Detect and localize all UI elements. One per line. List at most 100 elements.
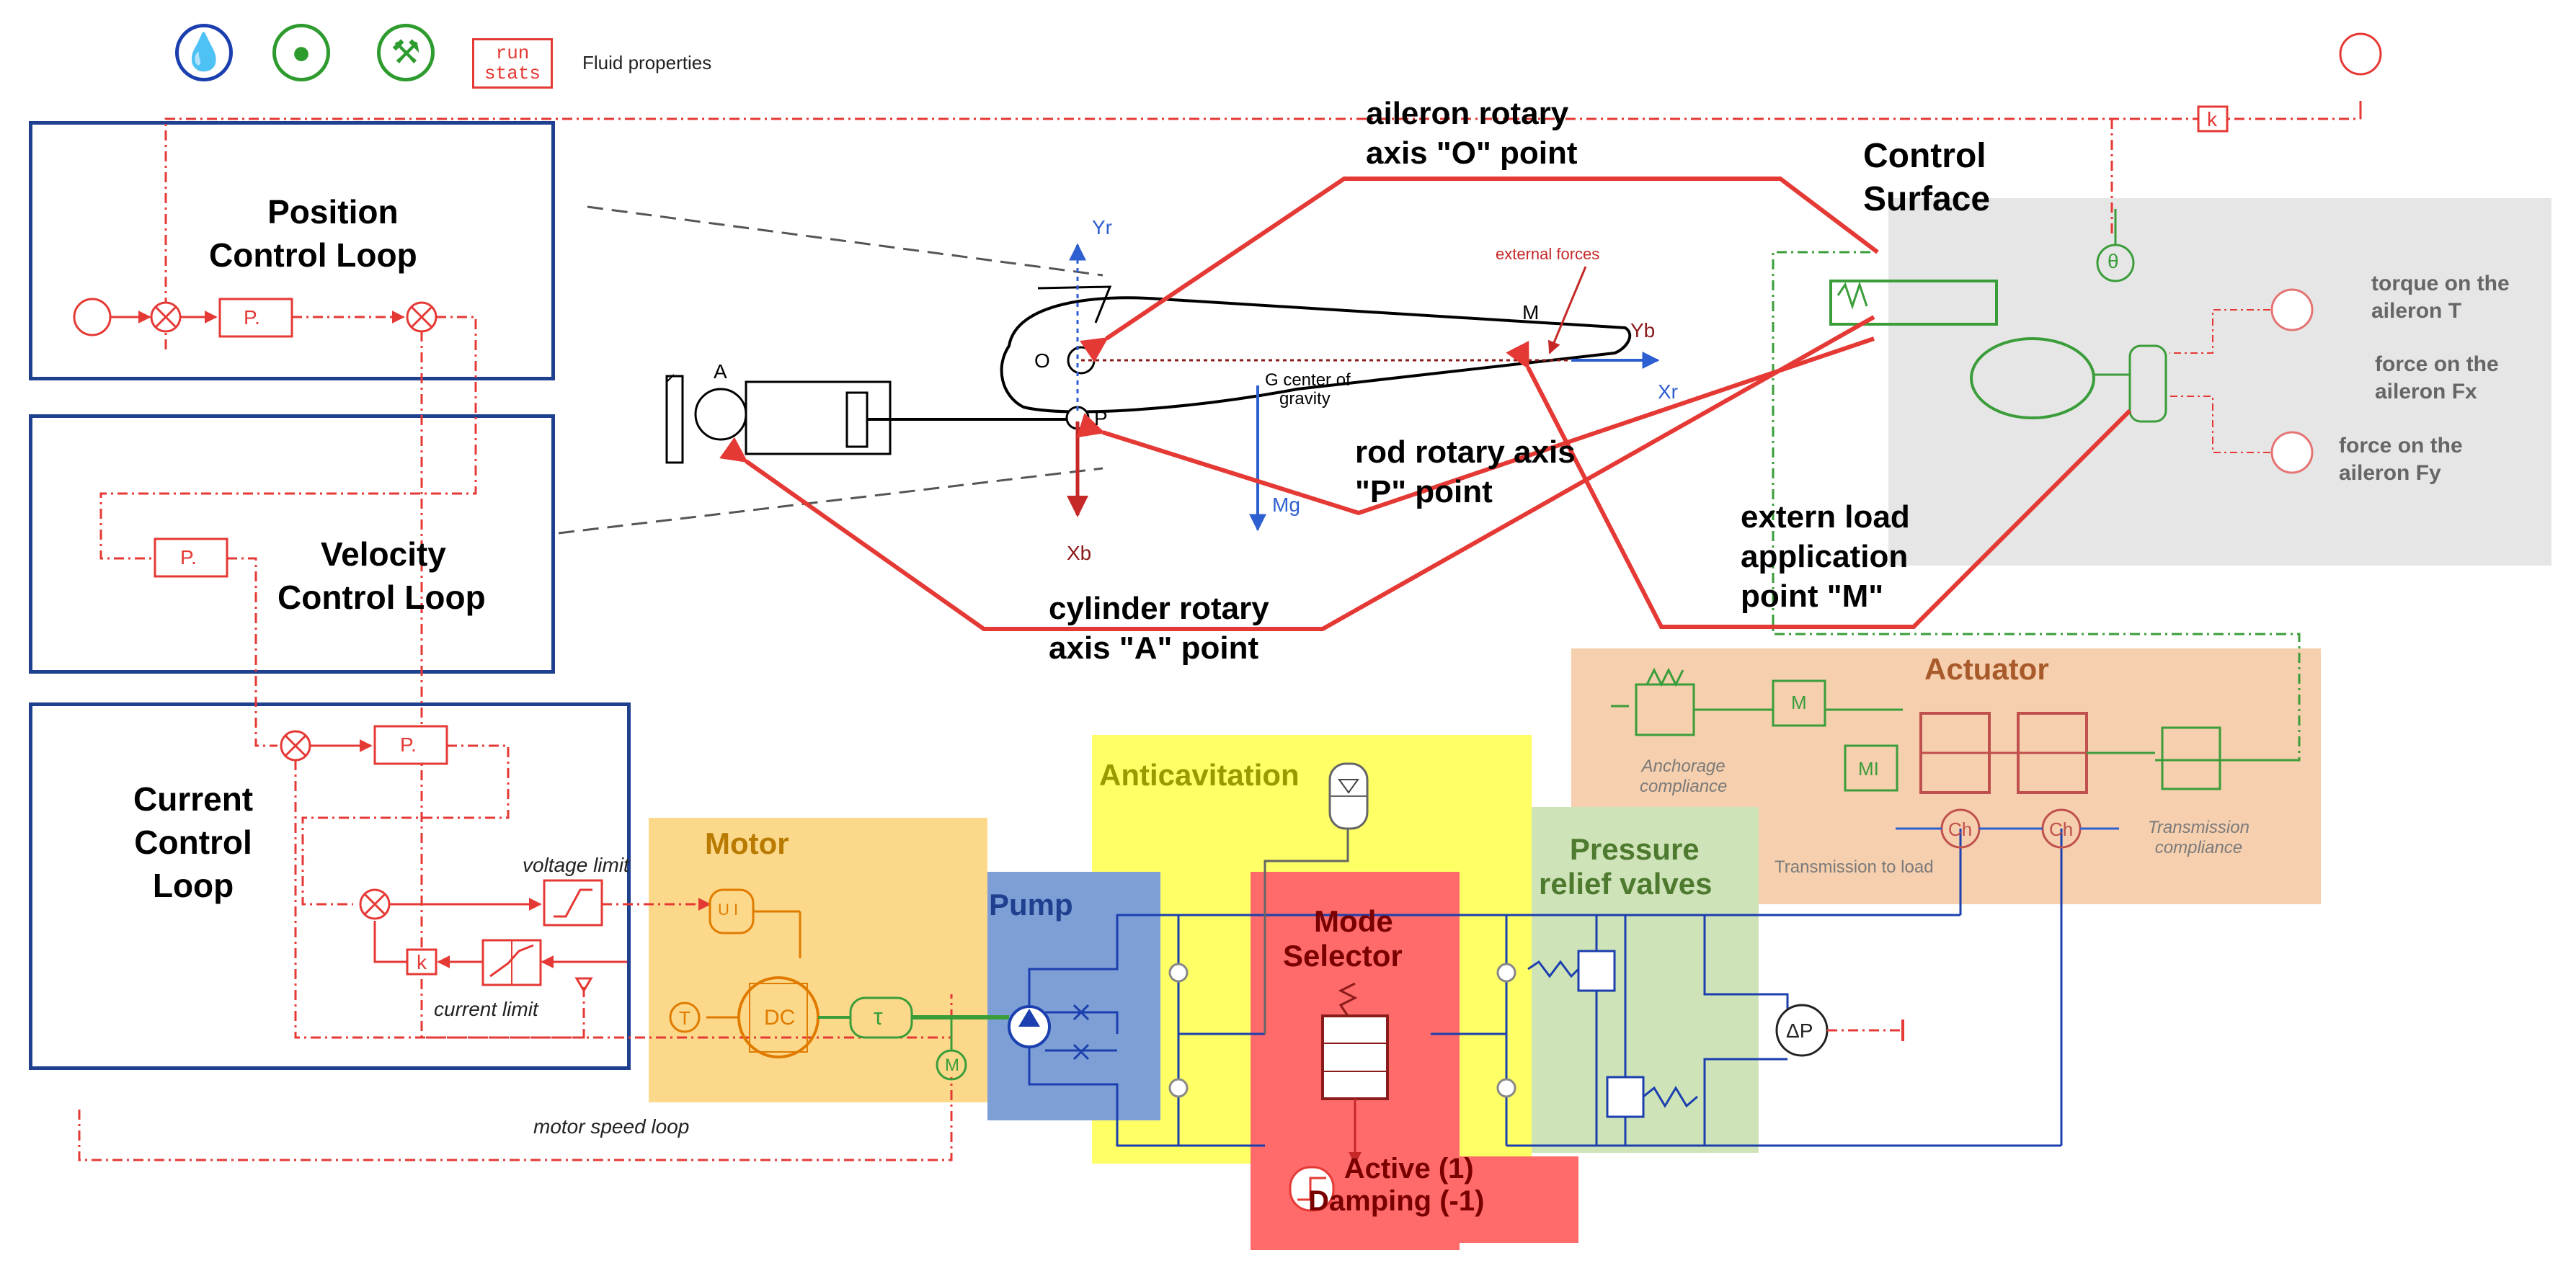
run-stats-button[interactable]: run stats [472,38,553,89]
relief-valve-bottom [1606,1076,1645,1118]
mass-m-block [1772,679,1826,727]
force-fx-line2: aileron Fx [2375,379,2477,403]
mode-selector-valve [1321,1014,1389,1100]
mass-m-symbol: M [1791,692,1807,713]
settings-icon[interactable]: ⚒ [377,24,435,81]
velocity-loop-frame [29,414,555,674]
point-o-line1: aileron rotary [1366,96,1569,131]
mi-symbol: MI [1858,758,1879,780]
control-surface-line2: Surface [1863,180,1991,218]
point-a-line1: cylinder rotary [1049,591,1269,626]
point-p-label: rod rotary axis "P" point [1355,432,1576,512]
actuator-title: Actuator [1924,652,2049,686]
center-of-gravity-label: G center of gravity [1265,370,1351,409]
dc-symbol: DC [764,1006,796,1030]
ch-symbol-1: Ch [1948,818,1973,840]
transmission-compliance-label: Transmission compliance [2148,818,2249,858]
fluid-drop-icon[interactable]: 💧 [175,24,233,81]
voltage-limit-label: voltage limit [523,854,629,876]
force-fx-line1: force on the [2375,352,2499,376]
mode-selector-line2: Selector [1283,939,1403,973]
position-loop-title: Position Control Loop [209,191,417,277]
pressure-relief-line1: Pressure [1569,832,1700,866]
run-stats-line2: stats [484,63,541,84]
delta-p-symbol: ΔP [1786,1020,1813,1042]
current-loop-title: Current Control Loop [133,778,253,907]
current-limit-label: current limit [434,998,538,1020]
current-k-label: k [417,951,427,973]
control-surface-label: Control Surface [1863,135,1990,221]
fluid-properties-link[interactable]: Fluid properties [582,52,712,73]
pump-region [987,872,1160,1120]
external-forces-label: external forces [1496,245,1600,263]
cog-line2: gravity [1279,389,1331,409]
anticavitation-title: Anticavitation [1099,758,1300,792]
cog-line1: G center of [1265,370,1351,390]
anchorage-line2: compliance [1640,777,1728,796]
force-block [2128,344,2167,423]
position-loop-line2: Control Loop [209,236,417,274]
run-stats-line1: run [495,43,530,64]
aileron-shape [1000,296,1632,414]
position-source-icon [73,298,112,336]
point-a-label: cylinder rotary axis "A" point [1049,589,1269,668]
point-p-line2: "P" point [1355,474,1493,509]
control-surface-region [1888,198,2551,566]
axis-yb: Yb [1630,319,1656,342]
point-m-label: extern load application point "M" [1741,497,1910,616]
transmission-load-label: Transmission to load [1775,857,1934,877]
point-m-line3: point "M" [1741,579,1884,614]
transmission-compliance-line2: compliance [2154,838,2243,857]
tau-symbol: τ [874,1004,883,1030]
velocity-loop-line2: Control Loop [277,578,486,616]
pump-title: Pump [989,888,1073,922]
velocity-loop-line1: Velocity [321,535,446,573]
point-a-line2: axis "A" point [1049,630,1259,666]
top-k-label: k [2207,108,2217,130]
point-m-line2: application [1741,539,1909,574]
apple-icon[interactable]: ● [272,24,330,81]
motor-region [649,818,987,1102]
ch-symbol-2: Ch [2049,818,2074,840]
letter-p: P [1094,407,1108,429]
point-o-line2: axis "O" point [1366,135,1578,171]
pressure-relief-line2: relief valves [1539,867,1713,901]
mode-damping-label: Damping (-1) [1308,1185,1485,1217]
force-fx-label: force on the aileron Fx [2375,351,2499,405]
current-loop-line2: Control [134,823,252,861]
anchorage-label: Anchorage compliance [1640,757,1727,797]
mode-selector-line1: Mode [1314,904,1393,938]
point-o-label: aileron rotary axis "O" point [1366,94,1578,173]
letter-m: M [1522,301,1540,324]
motor-m-symbol: M [945,1056,959,1075]
t-sensor [669,1001,701,1033]
letter-a: A [714,360,727,383]
position-loop-line1: Position [267,193,399,231]
position-gain-label: P. [244,306,260,329]
point-p-line1: rod rotary axis [1355,434,1576,470]
torque-line1: torque on the [2371,272,2510,295]
point-m-line1: extern load [1741,499,1910,535]
letter-o: O [1034,349,1050,372]
control-surface-line1: Control [1863,137,1986,175]
motor-speed-loop-label: motor speed loop [533,1115,690,1138]
force-fy-line2: aileron Fy [2339,460,2441,485]
k-gain-top [2197,105,2229,133]
position-loop-frame [29,121,555,380]
velocity-gain-label: P. [180,546,197,568]
mg-label: Mg [1272,494,1300,516]
mode-active-label: Active (1) [1343,1153,1474,1184]
ui-symbol: U I [718,901,739,919]
force-fy-label: force on the aileron Fy [2339,432,2463,486]
current-loop-line1: Current [133,780,254,818]
mode-selector-title: Mode Selector [1283,904,1403,973]
velocity-loop-title: Velocity Control Loop [277,533,486,620]
aileron-body [1970,337,2095,419]
current-gain-label: P. [400,733,417,756]
torque-label: torque on the aileron T [2371,270,2510,324]
theta-symbol: θ [2108,250,2119,272]
mass-mi-block [1844,744,1898,792]
control-surface-mechanism [1829,280,1998,326]
